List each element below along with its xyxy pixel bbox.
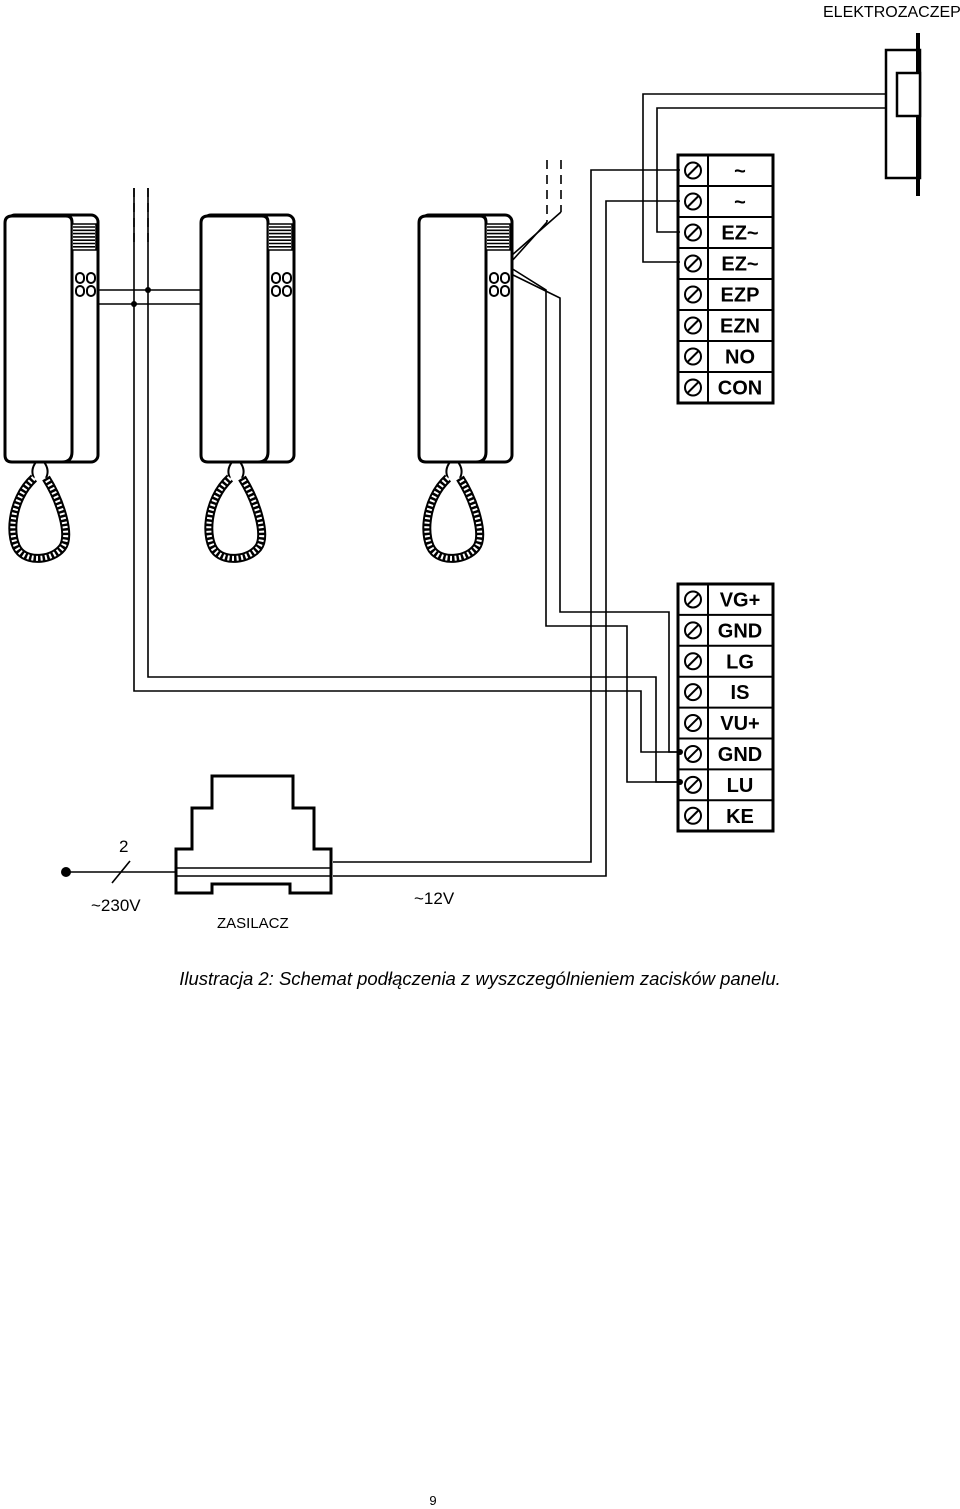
terminal-row: GND [678, 613, 773, 642]
handset-button-icon [271, 285, 281, 297]
wiring-diagram: ELEKTROZACZEP ~ ~ EZ~ EZ~ EZP EZN NO CON VG+ GND… [3, 4, 960, 932]
output-voltage-label: ~12V [414, 889, 455, 908]
intercom-handset [3, 213, 100, 563]
terminal-row: IS [678, 675, 773, 704]
handset-button-icon [282, 272, 292, 284]
coiled-cord-icon [422, 461, 485, 563]
terminal-row: LU [678, 768, 773, 797]
power-supply [174, 774, 333, 895]
terminal-block-bottom: VG+ GND LG IS VU+ GND LU KE [676, 582, 775, 833]
terminal-label: ~ [734, 192, 746, 214]
handset-button-icon [75, 285, 85, 297]
terminal-block-top: ~ ~ EZ~ EZ~ EZP EZN NO CON [676, 153, 775, 405]
handset-button-icon [86, 285, 96, 297]
terminal-label: GND [718, 620, 762, 642]
terminal-row: EZ~ [678, 216, 773, 245]
handset-button-icon [500, 272, 510, 284]
handset-button-icon [282, 285, 292, 297]
handset-button-icon [489, 285, 499, 297]
terminal-row: VG+ [684, 589, 761, 611]
terminal-label: ~ [734, 161, 746, 183]
terminal-row: ~ [678, 185, 773, 214]
intercom-handset [417, 213, 514, 563]
terminal-label: EZN [720, 316, 760, 338]
terminal-label: LU [727, 775, 754, 797]
terminal-row: CON [678, 371, 773, 400]
terminal-label: CON [718, 378, 762, 400]
handset-button-icon [271, 272, 281, 284]
speaker-grille-icon [267, 223, 293, 251]
terminal-row: KE [678, 799, 773, 828]
power-supply-label: ZASILACZ [217, 915, 289, 932]
page-number: 9 [429, 1493, 437, 1508]
electric-lock [884, 33, 922, 196]
speaker-grille-icon [71, 223, 97, 251]
terminal-row: LG [678, 644, 773, 673]
terminal-label: LG [726, 651, 754, 673]
terminal-label: EZ~ [721, 254, 758, 276]
terminal-label: IS [731, 682, 750, 704]
figure-caption: Ilustracja 2: Schemat podłączenia z wysz… [179, 968, 781, 989]
terminal-row: VU+ [678, 706, 773, 735]
speaker-grille-icon [485, 223, 511, 251]
lock-label: ELEKTROZACZEP [823, 4, 960, 21]
terminal-row: EZN [678, 309, 773, 338]
terminal-label: GND [718, 744, 762, 766]
terminal-row: GND [678, 737, 773, 766]
terminal-row: EZP [678, 278, 773, 307]
intercom-handset [199, 213, 296, 563]
terminal-label: KE [726, 806, 754, 828]
coiled-cord-icon [204, 461, 267, 563]
terminal-row: ~ [684, 161, 746, 183]
wire-count-label: 2 [119, 837, 128, 856]
terminal-label: VG+ [720, 589, 761, 611]
coiled-cord-icon [8, 461, 71, 563]
terminal-label: NO [725, 347, 755, 369]
terminal-label: VU+ [720, 713, 759, 735]
terminal-label: EZ~ [721, 223, 758, 245]
wiring [97, 93, 886, 877]
terminal-row: EZ~ [678, 247, 773, 276]
handset-button-icon [86, 272, 96, 284]
handset-button-icon [500, 285, 510, 297]
mains-input [61, 860, 176, 884]
handset-button-icon [489, 272, 499, 284]
handset-button-icon [75, 272, 85, 284]
input-voltage-label: ~230V [91, 896, 141, 915]
terminal-label: EZP [721, 285, 760, 307]
terminal-row: NO [678, 340, 773, 369]
